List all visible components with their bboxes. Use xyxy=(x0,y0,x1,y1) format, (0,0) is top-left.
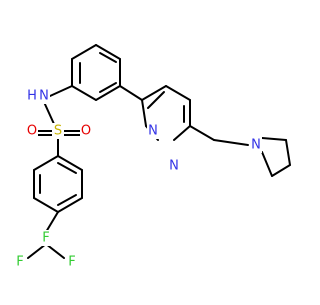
bond-19 xyxy=(189,125,215,141)
bond-12 xyxy=(165,85,191,101)
atom-N-pyrrolidine-label: N xyxy=(251,138,261,153)
atom-O-left: O xyxy=(26,123,38,139)
atom-S-background xyxy=(52,123,64,139)
bond-40 xyxy=(45,211,59,233)
bond-10 xyxy=(119,85,143,101)
bond-31 xyxy=(33,155,59,171)
bond-35 xyxy=(33,197,59,213)
atom-N-amide: N xyxy=(38,88,50,104)
bond-3 xyxy=(71,85,97,101)
bond-17 xyxy=(147,91,165,109)
bond-22 xyxy=(271,164,291,177)
atom-F-right-label: F xyxy=(68,255,75,270)
bond-25 xyxy=(43,101,55,125)
bond-24 xyxy=(261,137,287,141)
atom-H-amide: H xyxy=(26,88,38,104)
atom-S: S xyxy=(52,123,64,139)
atom-O-left-label: O xyxy=(27,124,37,139)
atom-F-top-label: F xyxy=(42,231,49,246)
bond-6 xyxy=(49,85,73,97)
atom-N-pyrrolidine: N xyxy=(250,137,262,153)
bond-21 xyxy=(261,151,273,177)
atom-N-pyridazine-1-background xyxy=(147,123,159,139)
atom-O-left-background xyxy=(26,123,38,139)
atom-O-right: O xyxy=(80,123,92,139)
atom-F-right-background xyxy=(66,254,78,270)
atom-H-amide-label: H xyxy=(27,89,37,104)
atom-S-label: S xyxy=(54,124,62,139)
bond-0 xyxy=(95,44,121,60)
atom-N-amide-background xyxy=(38,88,50,104)
bond-9 xyxy=(99,52,117,63)
atom-F-top-background xyxy=(40,230,52,246)
atom-F-left-background xyxy=(14,254,26,270)
bond-36 xyxy=(57,197,83,213)
bond-41 xyxy=(27,243,47,259)
atom-N-pyrrolidine-background xyxy=(250,137,262,153)
atom-F-right: F xyxy=(66,254,78,270)
atom-O-right-background xyxy=(80,123,92,139)
atom-O-right-label: O xyxy=(81,124,91,139)
atom-N-pyridazine-2: N xyxy=(168,158,180,174)
bond-4 xyxy=(95,85,121,101)
atom-N-pyridazine-1-label: N xyxy=(148,124,158,139)
atom-N-pyridazine-2-label: N xyxy=(169,159,179,174)
bond-1 xyxy=(71,44,97,60)
atom-N-pyridazine-2-background xyxy=(168,158,180,174)
bond-39 xyxy=(57,162,77,174)
bond-42 xyxy=(45,243,65,259)
bond-14 xyxy=(173,125,191,141)
atom-F-left: F xyxy=(14,254,26,270)
bond-23 xyxy=(285,139,291,166)
bond-32 xyxy=(57,155,83,171)
bond-38 xyxy=(57,194,77,206)
bond-20 xyxy=(213,139,249,146)
bond-11 xyxy=(141,85,167,101)
atom-F-top: F xyxy=(40,230,52,246)
atom-H-amide-background xyxy=(26,88,38,104)
bond-8 xyxy=(99,82,117,93)
atom-N-pyridazine-1: N xyxy=(147,123,159,139)
atom-N-amide-label: N xyxy=(39,89,49,104)
atom-F-left-label: F xyxy=(16,255,23,270)
bond-layer xyxy=(27,44,291,259)
bond-16 xyxy=(141,99,147,127)
